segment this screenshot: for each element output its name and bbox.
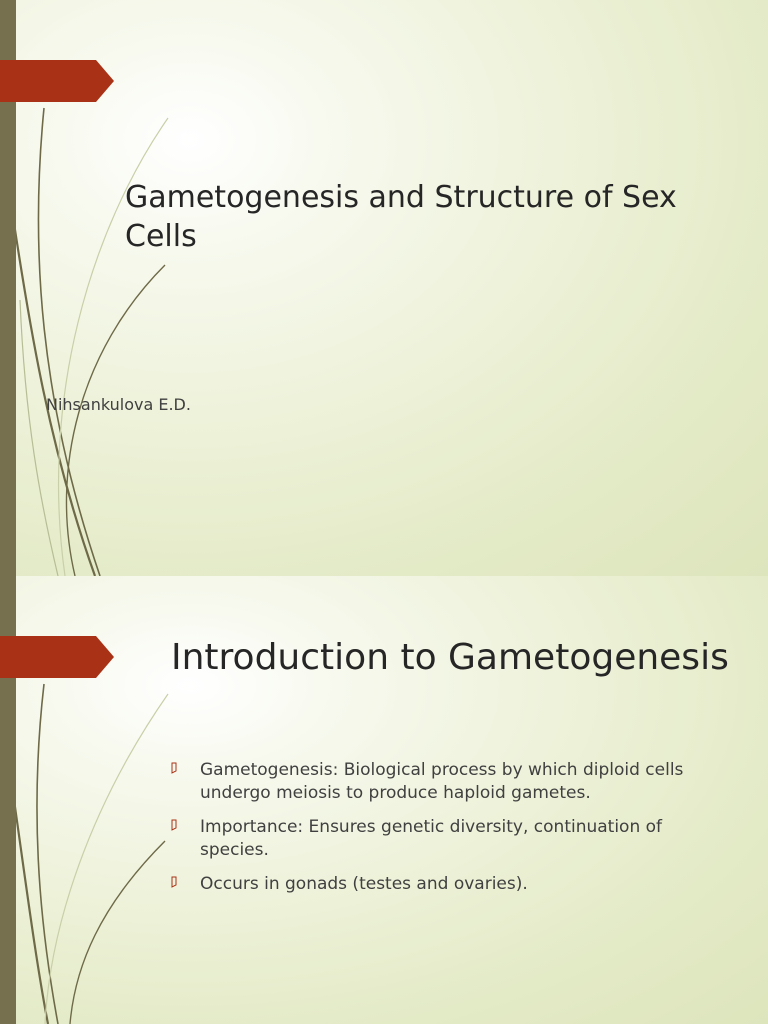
list-item: Gametogenesis: Biological process by whi…	[171, 759, 731, 805]
outlined-square-bullet-icon	[171, 819, 177, 831]
bullet-text: Gametogenesis: Biological process by whi…	[200, 760, 684, 803]
bullet-text: Occurs in gonads (testes and ovaries).	[200, 874, 528, 894]
outlined-square-bullet-icon	[171, 876, 177, 888]
slide-title: Gametogenesis and Structure of Sex Cells	[125, 180, 677, 254]
side-accent-bar	[0, 576, 16, 1024]
outlined-square-bullet-icon	[171, 762, 177, 774]
decorative-swoosh	[10, 683, 169, 1024]
arrow-tab-icon	[0, 636, 114, 678]
list-item: Occurs in gonads (testes and ovaries).	[171, 873, 731, 896]
slide-title: Introduction to Gametogenesis	[171, 637, 729, 678]
decorative-swoosh	[10, 107, 169, 576]
content-slide: Introduction to Gametogenesis Gametogene…	[0, 576, 768, 1024]
arrow-tab-icon	[0, 60, 114, 102]
bullet-text: Importance: Ensures genetic diversity, c…	[200, 817, 663, 860]
bullet-list: Gametogenesis: Biological process by whi…	[171, 759, 731, 907]
side-accent-bar	[0, 0, 16, 576]
title-slide: Gametogenesis and Structure of Sex Cells…	[0, 0, 768, 576]
list-item: Importance: Ensures genetic diversity, c…	[171, 816, 731, 862]
slide-subtitle: Nihsankulova E.D.	[46, 395, 191, 414]
